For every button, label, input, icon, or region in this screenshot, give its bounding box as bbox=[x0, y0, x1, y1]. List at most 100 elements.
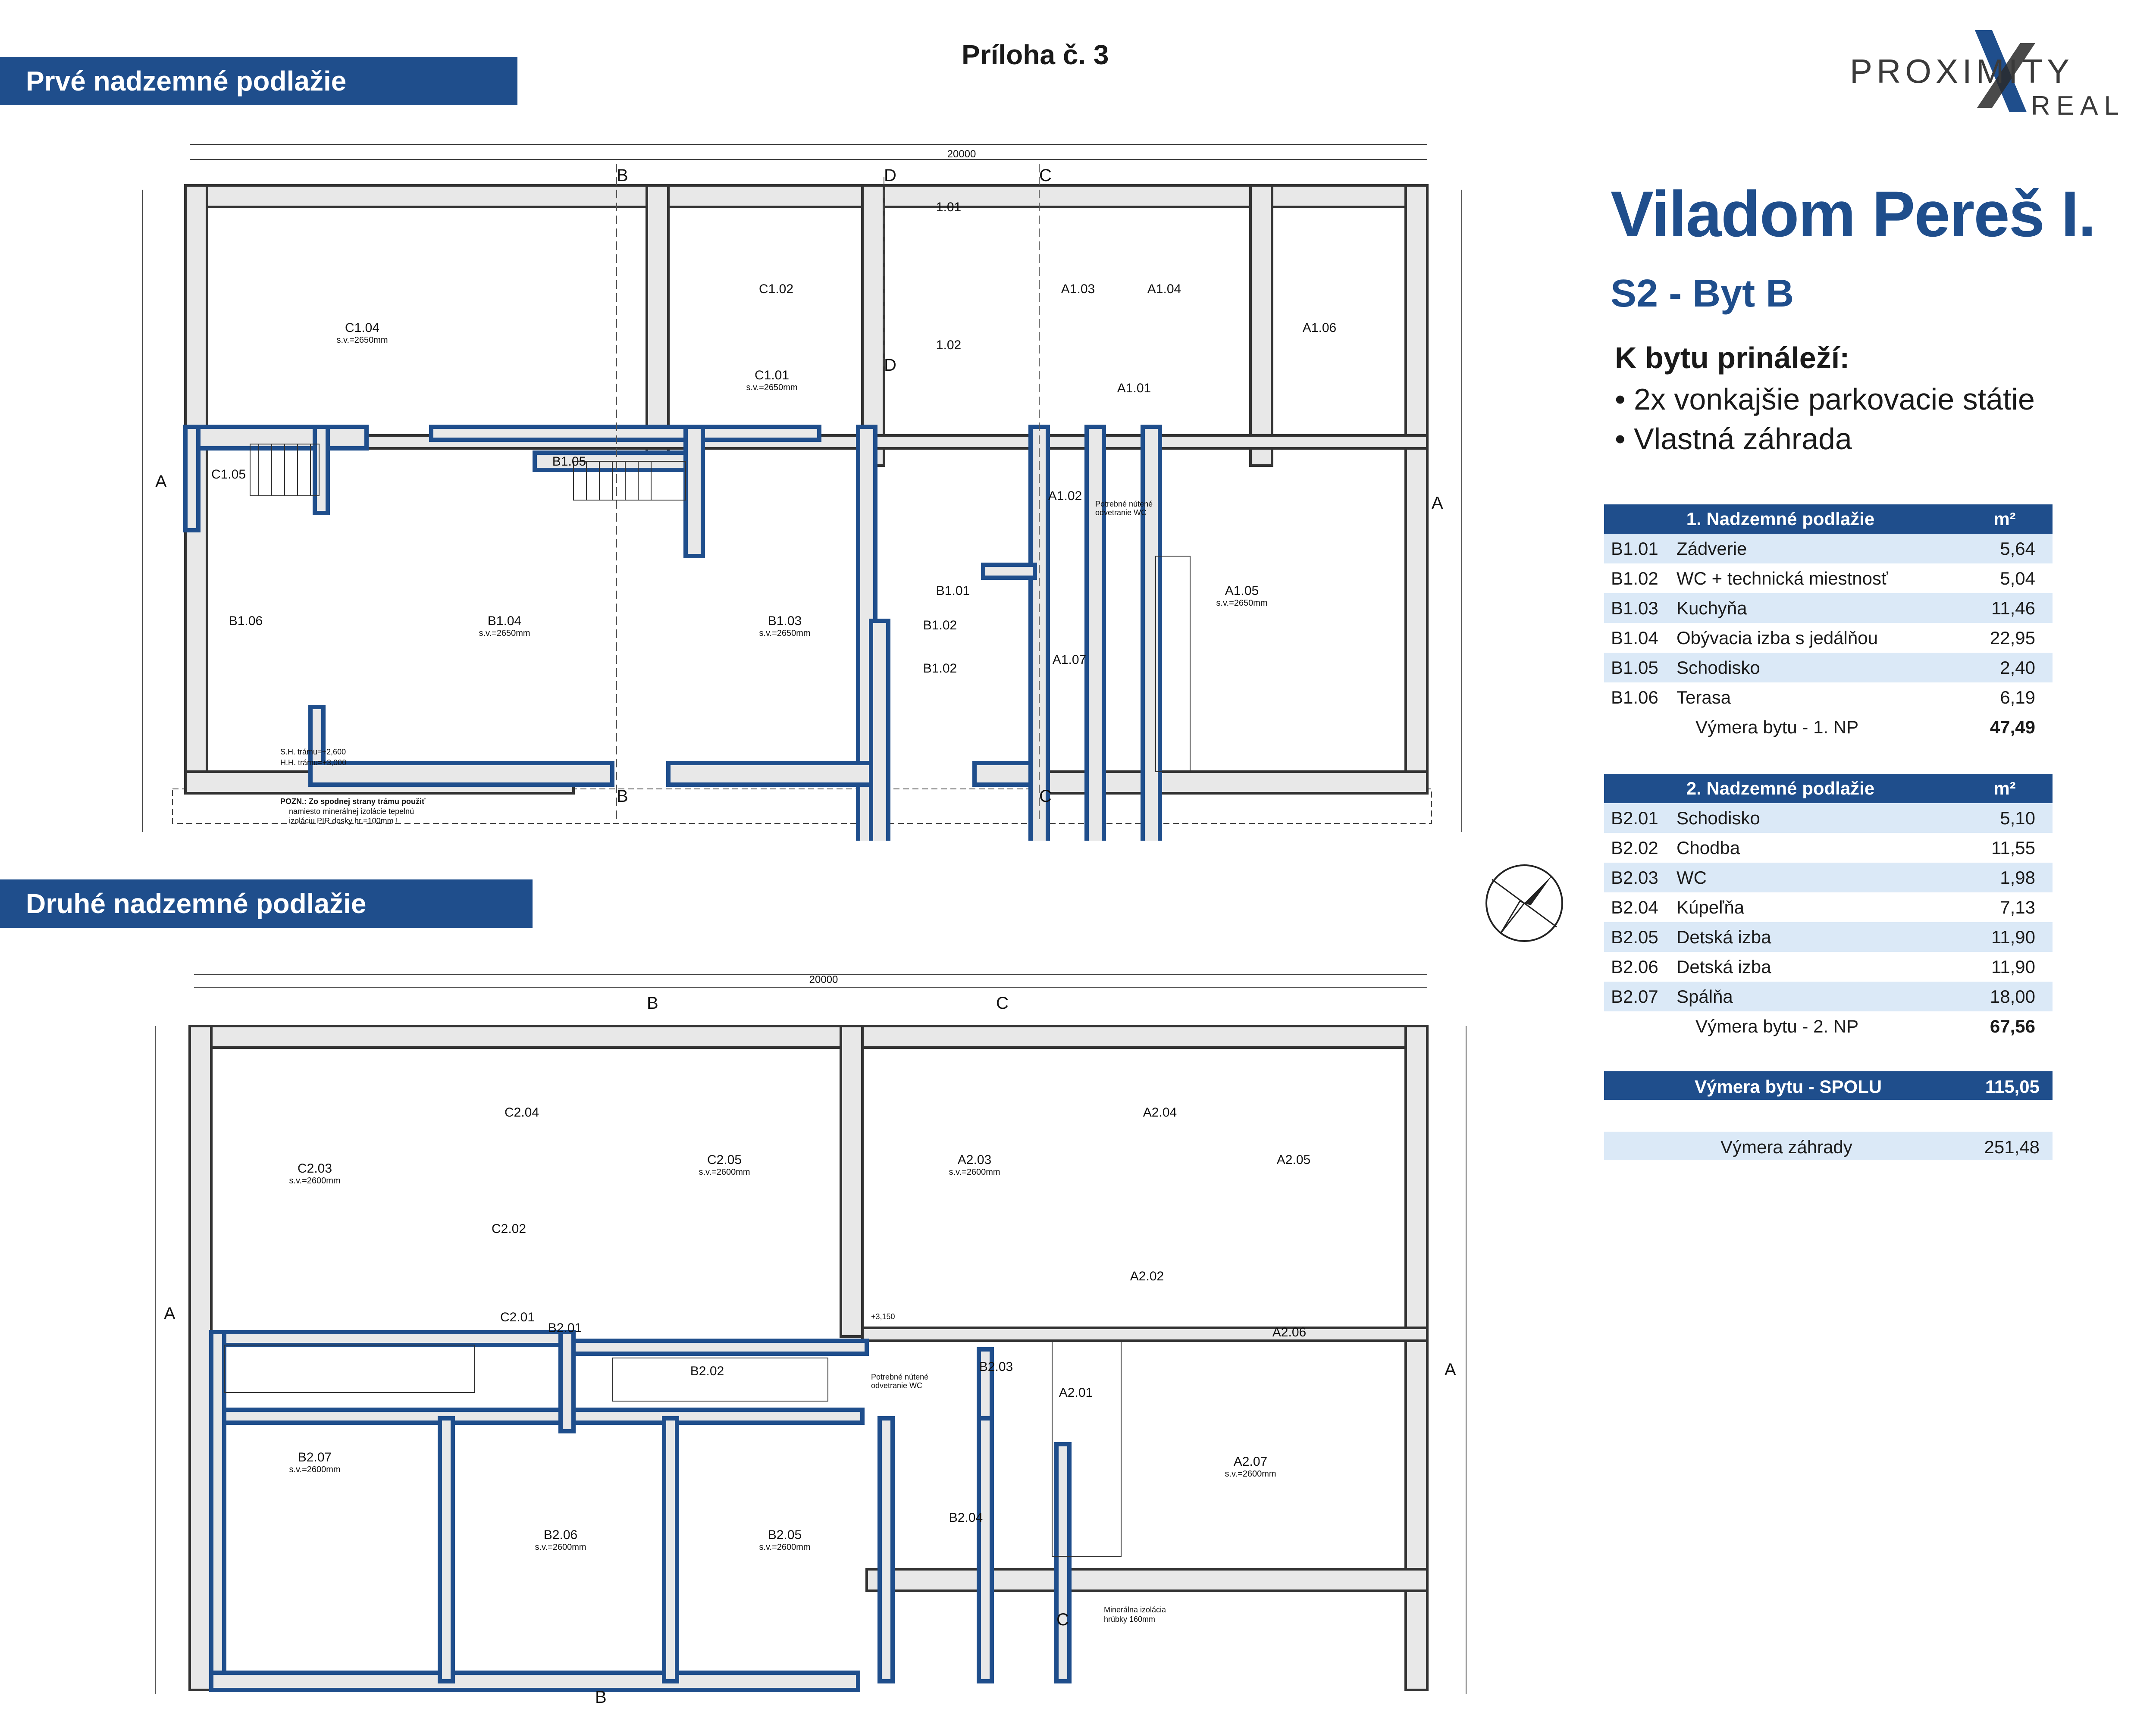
svg-text:odvetranie WC: odvetranie WC bbox=[871, 1381, 922, 1390]
svg-text:namiesto minerálnej izolácie t: namiesto minerálnej izolácie tepelnú bbox=[289, 807, 414, 816]
svg-text:B1.02: B1.02 bbox=[923, 618, 957, 632]
svg-text:B: B bbox=[617, 787, 628, 806]
svg-text:odvetranie WC: odvetranie WC bbox=[1095, 508, 1147, 517]
svg-text:POZN.: Zo spodnej strany trámu: POZN.: Zo spodnej strany trámu použiť bbox=[280, 797, 426, 806]
svg-text:1.01: 1.01 bbox=[936, 200, 961, 214]
svg-text:C: C bbox=[996, 994, 1009, 1013]
svg-text:C2.01: C2.01 bbox=[500, 1310, 535, 1324]
svg-text:A: A bbox=[164, 1304, 175, 1323]
svg-text:s.v.=2650mm: s.v.=2650mm bbox=[759, 629, 810, 638]
svg-text:D: D bbox=[884, 356, 896, 375]
table-unit: m² bbox=[1957, 504, 2053, 534]
annex-label: Príloha č. 3 bbox=[962, 39, 1109, 70]
svg-text:20000: 20000 bbox=[947, 148, 976, 160]
svg-text:s.v.=2600mm: s.v.=2600mm bbox=[289, 1465, 340, 1474]
svg-text:C2.03: C2.03 bbox=[298, 1161, 332, 1176]
svg-text:C2.04: C2.04 bbox=[505, 1105, 539, 1120]
logo-line2: REAL bbox=[2031, 91, 2125, 121]
floor-plan-1: C1.04 C1.02 C1.01 1.01 1.02 A1.03 A1.04 … bbox=[108, 125, 1496, 841]
svg-text:izoláciu PIR dosky hr.=100mm !: izoláciu PIR dosky hr.=100mm ! bbox=[289, 817, 398, 825]
garden-bar: Výmera záhrady 251,48 bbox=[1604, 1132, 2053, 1160]
garden-value: 251,48 bbox=[1984, 1137, 2040, 1157]
svg-text:B1.06: B1.06 bbox=[229, 614, 263, 628]
svg-text:A2.03: A2.03 bbox=[958, 1153, 991, 1167]
svg-text:A2.05: A2.05 bbox=[1277, 1153, 1310, 1167]
svg-text:s.v.=2600mm: s.v.=2600mm bbox=[1225, 1469, 1276, 1479]
svg-text:B: B bbox=[595, 1688, 607, 1703]
belongs-item: 2x vonkajšie parkovacie státie bbox=[1615, 379, 2035, 419]
svg-text:20000: 20000 bbox=[809, 974, 838, 986]
svg-text:A: A bbox=[1445, 1360, 1456, 1379]
svg-text:C1.05: C1.05 bbox=[211, 467, 246, 482]
svg-text:A1.06: A1.06 bbox=[1303, 321, 1336, 335]
svg-text:s.v.=2650mm: s.v.=2650mm bbox=[746, 383, 797, 392]
svg-text:A1.03: A1.03 bbox=[1061, 282, 1095, 296]
svg-text:A1.07: A1.07 bbox=[1053, 653, 1086, 667]
svg-text:C1.02: C1.02 bbox=[759, 282, 793, 296]
svg-text:s.v.=2650mm: s.v.=2650mm bbox=[336, 335, 388, 345]
svg-text:C2.05: C2.05 bbox=[707, 1153, 742, 1167]
table-header: 1. Nadzemné podlažie bbox=[1604, 504, 1957, 534]
belongs-item: Vlastná záhrada bbox=[1615, 419, 2035, 459]
north-arrow-icon bbox=[1483, 862, 1565, 944]
svg-text:B2.07: B2.07 bbox=[298, 1450, 332, 1464]
svg-text:A2.04: A2.04 bbox=[1143, 1105, 1177, 1120]
svg-text:Potrebné nútené: Potrebné nútené bbox=[1095, 500, 1153, 508]
svg-text:C1.01: C1.01 bbox=[755, 368, 789, 382]
svg-text:B1.02: B1.02 bbox=[923, 661, 957, 676]
svg-text:C: C bbox=[1056, 1610, 1069, 1629]
svg-text:A1.05: A1.05 bbox=[1225, 584, 1259, 598]
svg-text:B: B bbox=[617, 166, 628, 185]
svg-text:+3,150: +3,150 bbox=[871, 1312, 895, 1321]
svg-text:Potrebné nútené: Potrebné nútené bbox=[871, 1373, 928, 1381]
svg-text:s.v.=2600mm: s.v.=2600mm bbox=[289, 1176, 340, 1186]
svg-text:Minerálna izolácia: Minerálna izolácia bbox=[1104, 1605, 1166, 1614]
table-header: 2. Nadzemné podlažie bbox=[1604, 774, 1957, 803]
belongs-heading: K bytu prináleží: bbox=[1615, 341, 1850, 375]
svg-text:A1.04: A1.04 bbox=[1147, 282, 1181, 296]
svg-text:A2.02: A2.02 bbox=[1130, 1269, 1164, 1283]
svg-text:B2.03: B2.03 bbox=[979, 1360, 1013, 1374]
summary-label: Výmera bytu - SPOLU bbox=[1695, 1076, 1882, 1097]
table-unit: m² bbox=[1957, 774, 2053, 803]
summary-bar: Výmera bytu - SPOLU 115,05 bbox=[1604, 1071, 2053, 1100]
floor2-banner: Druhé nadzemné podlažie bbox=[0, 879, 533, 928]
svg-text:H.H. trámu=+3,000: H.H. trámu=+3,000 bbox=[280, 758, 346, 767]
svg-text:A2.07: A2.07 bbox=[1234, 1455, 1267, 1469]
svg-text:B1.05: B1.05 bbox=[552, 454, 586, 469]
unit-title: S2 - Byt B bbox=[1611, 272, 1794, 315]
svg-text:A2.06: A2.06 bbox=[1272, 1325, 1306, 1339]
room-label-c1-04: C1.04 bbox=[345, 321, 379, 335]
floor-plan-2: C2.03 C2.04 C2.05 A2.03 A2.04 A2.05 C2.0… bbox=[129, 961, 1509, 1703]
svg-text:S.H. trámu=+2,600: S.H. trámu=+2,600 bbox=[280, 748, 346, 756]
floor-plan-2-drawing: C2.03 C2.04 C2.05 A2.03 A2.04 A2.05 C2.0… bbox=[155, 974, 1467, 1703]
svg-text:s.v.=2650mm: s.v.=2650mm bbox=[1216, 598, 1267, 608]
svg-text:s.v.=2650mm: s.v.=2650mm bbox=[479, 629, 530, 638]
svg-text:C: C bbox=[1039, 787, 1052, 806]
summary-value: 115,05 bbox=[1985, 1076, 2040, 1097]
svg-text:hrúbky 160mm: hrúbky 160mm bbox=[1104, 1615, 1155, 1624]
company-logo: PROXIMITY REAL bbox=[1850, 26, 2126, 125]
svg-text:1.02: 1.02 bbox=[936, 338, 961, 352]
svg-text:B2.06: B2.06 bbox=[544, 1528, 577, 1542]
svg-text:A1.02: A1.02 bbox=[1048, 489, 1082, 503]
svg-text:B1.01: B1.01 bbox=[936, 584, 970, 598]
svg-text:s.v.=2600mm: s.v.=2600mm bbox=[949, 1167, 1000, 1177]
svg-text:B: B bbox=[647, 994, 658, 1013]
floor-plan-1-drawing: C1.04 C1.02 C1.01 1.01 1.02 A1.03 A1.04 … bbox=[142, 144, 1462, 841]
svg-text:A1.01: A1.01 bbox=[1117, 381, 1151, 395]
floor1-banner: Prvé nadzemné podlažie bbox=[0, 57, 517, 105]
svg-text:A: A bbox=[1432, 494, 1443, 513]
svg-text:B1.03: B1.03 bbox=[768, 614, 802, 628]
